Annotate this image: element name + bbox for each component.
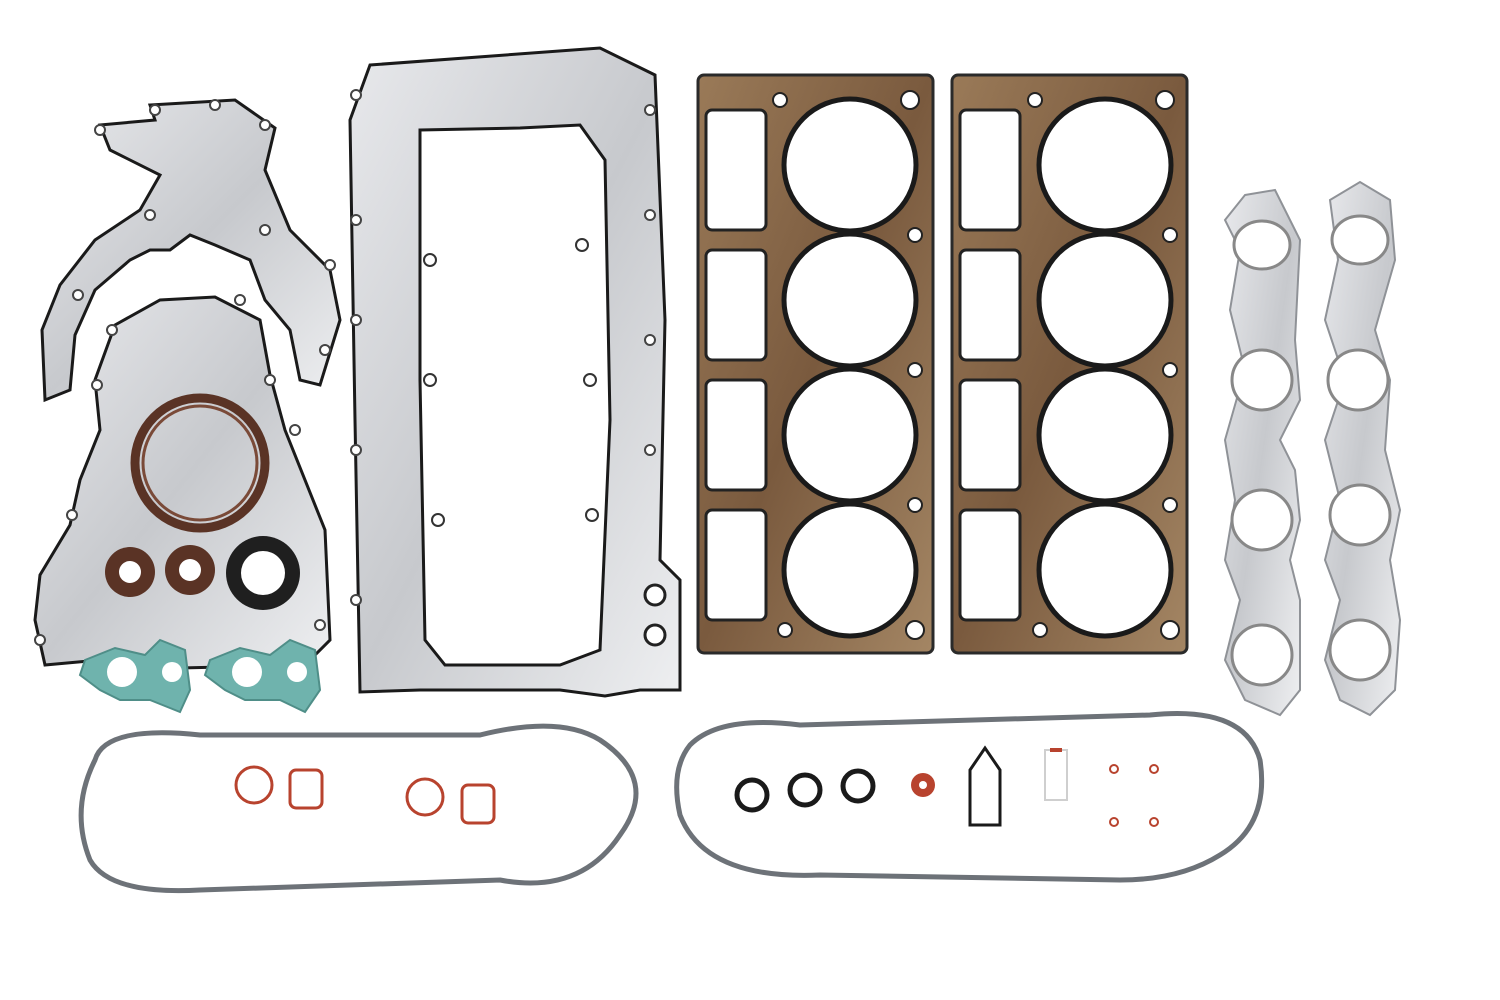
valve-cover-gasket-right [674,710,1265,883]
exhaust-gasket-left [1223,188,1302,717]
rear-main-seal [130,393,270,533]
exhaust-gasket-right [1323,180,1402,717]
rear-cover-gasket [40,98,342,403]
valve-seals [105,545,215,597]
valve-cover-gasket-left [78,723,639,894]
front-cover-gasket [33,294,332,670]
teal-gaskets [78,638,322,714]
oil-pan-gasket [348,46,682,698]
head-gasket-left [696,73,935,655]
head-gasket-right [950,73,1189,655]
front-crank-seal [226,536,300,610]
